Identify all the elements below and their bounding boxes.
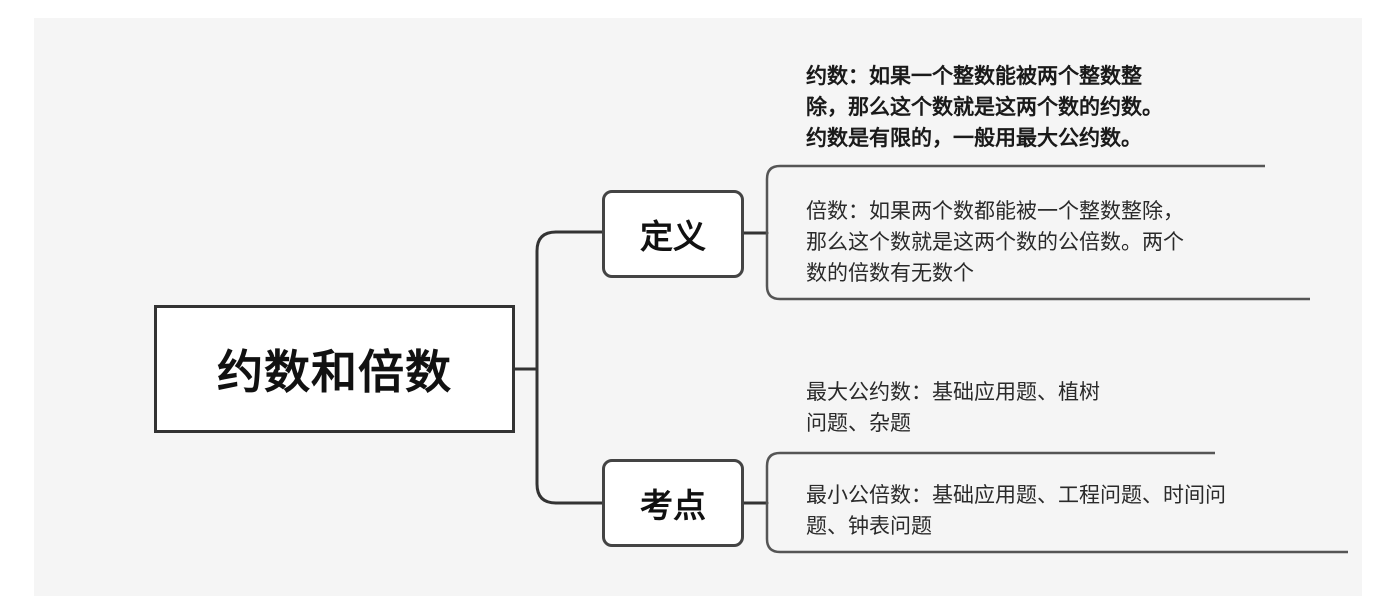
leaf-text-line: 除，那么这个数就是这两个数的约数。 — [806, 95, 1163, 119]
branch-label: 定义 — [640, 217, 706, 256]
leaf-text-line: 题、钟表问题 — [806, 514, 932, 538]
leaf-divisor-definition: 约数：如果一个整数能被两个整数整 除，那么这个数就是这两个数的约数。 约数是有限… — [806, 61, 1163, 154]
root-label: 约数和倍数 — [217, 345, 452, 399]
leaf-text-line: 问题、杂题 — [806, 411, 911, 435]
leaf-text-line: 最小公倍数：基础应用题、工程问题、时间问 — [806, 483, 1226, 507]
branch-exam-points: 考点 — [602, 459, 744, 547]
leaf-text-line: 数的倍数有无数个 — [806, 261, 974, 285]
trunk-line — [535, 230, 558, 505]
leaf-lcm-exam-point: 最小公倍数：基础应用题、工程问题、时间问 题、钟表问题 — [806, 480, 1226, 542]
leaf-gcd-exam-point: 最大公约数：基础应用题、植树 问题、杂题 — [806, 377, 1100, 439]
root-node: 约数和倍数 — [154, 305, 515, 433]
leaf-text-line: 约数是有限的，一般用最大公约数。 — [806, 126, 1142, 150]
bracket-exam-points — [765, 451, 1348, 554]
bracket-definition — [765, 164, 1310, 301]
leaf-text-line: 约数：如果一个整数能被两个整数整 — [806, 64, 1142, 88]
branch-label: 考点 — [640, 486, 706, 525]
leaf-text-line: 倍数：如果两个数都能被一个整数整除， — [806, 199, 1184, 223]
leaf-multiple-definition: 倍数：如果两个数都能被一个整数整除， 那么这个数就是这两个数的公倍数。两个 数的… — [806, 196, 1184, 289]
leaf-text-line: 最大公约数：基础应用题、植树 — [806, 380, 1100, 404]
leaf-text-line: 那么这个数就是这两个数的公倍数。两个 — [806, 230, 1184, 254]
branch-definition: 定义 — [602, 190, 744, 278]
